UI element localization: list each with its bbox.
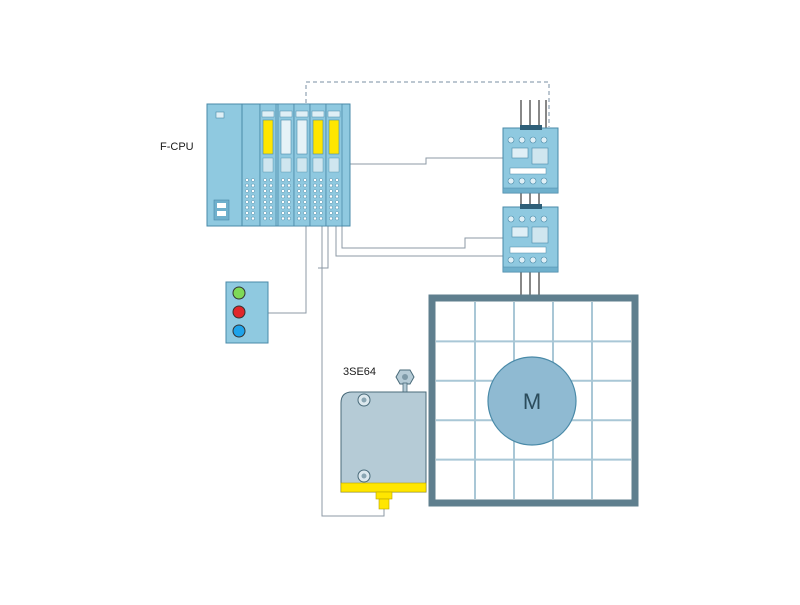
f-cpu-label: F-CPU — [160, 141, 194, 153]
f-cpu-rack — [206, 103, 351, 227]
pushbutton-box — [225, 281, 269, 344]
motor-label: M — [523, 389, 541, 414]
contactor-1-icon — [502, 125, 559, 194]
wire-cpu-to-buttons — [268, 225, 307, 314]
wire-cpu-to-contactor-2b — [335, 225, 503, 257]
motor-icon: M — [487, 356, 577, 446]
wire-cpu-to-contactor-2 — [341, 225, 503, 249]
green-pushbutton-icon[interactable] — [232, 286, 246, 300]
io-module — [277, 103, 295, 227]
interface-module — [241, 103, 261, 227]
wire-cpu-to-contactor-1 — [337, 157, 503, 225]
wire-cpu-to-switch-b — [318, 225, 329, 269]
safety-switch-icon — [340, 369, 427, 510]
contactors — [502, 125, 559, 273]
io-module — [259, 103, 277, 227]
io-module — [293, 103, 311, 227]
io-module — [309, 103, 327, 227]
blue-pushbutton-icon[interactable] — [232, 324, 246, 338]
machine-guard — [428, 294, 639, 507]
contactor-2-icon — [502, 204, 559, 273]
switch-label: 3SE64 — [343, 366, 377, 378]
phase-lines-mid — [520, 193, 540, 206]
wire-cpu-to-switch — [321, 225, 385, 517]
phase-lines-top — [520, 100, 547, 128]
dashed-feedback-wire — [305, 81, 550, 127]
red-pushbutton-icon[interactable] — [232, 305, 246, 319]
io-module — [325, 103, 343, 227]
